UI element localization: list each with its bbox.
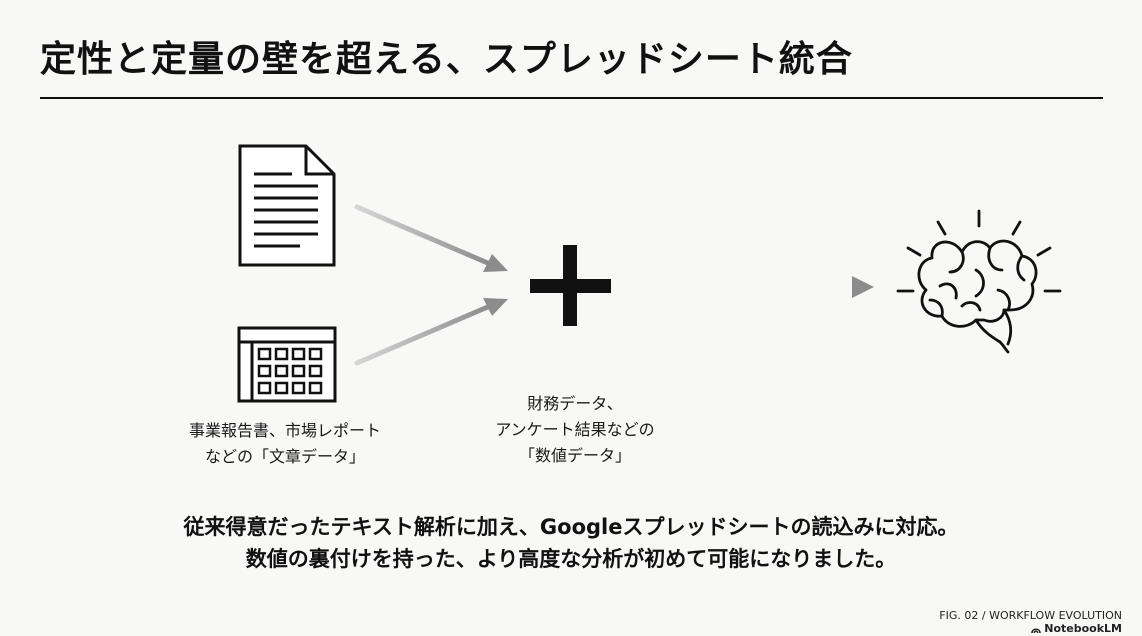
plus-icon — [530, 245, 611, 326]
caption-line2: 数値の裏付けを持った、より高度な分析が初めて可能になりました。 — [245, 547, 897, 571]
spreadsheet-icon — [237, 326, 337, 403]
document-data-label-line2: などの「文章データ」 — [204, 447, 365, 466]
document-icon — [238, 144, 336, 267]
page-title: 定性と定量の壁を超える、スプレッドシート統合 — [40, 39, 853, 80]
brand-mark: NotebookLM — [1031, 622, 1122, 635]
arrow-spreadsheet-to-plus — [354, 298, 508, 366]
notebooklm-icon — [1031, 627, 1042, 633]
numeric-data-label: 財務データ、 アンケート結果などの 「数値データ」 — [450, 391, 700, 469]
arrow-document-to-plus — [354, 204, 508, 272]
numeric-data-label-line3: 「数値データ」 — [518, 446, 631, 465]
title-divider — [40, 97, 1103, 99]
numeric-data-label-line2: アンケート結果などの — [495, 420, 655, 439]
figure-label: FIG. 02 / WORKFLOW EVOLUTION — [939, 609, 1122, 622]
caption-line1: 従来得意だったテキスト解析に加え、Googleスプレッドシートの読込みに対応。 — [183, 515, 959, 539]
brand-name: NotebookLM — [1044, 622, 1122, 635]
caption: 従来得意だったテキスト解析に加え、Googleスプレッドシートの読込みに対応。 … — [0, 511, 1142, 575]
numeric-data-label-line1: 財務データ、 — [527, 394, 623, 413]
brain-icon — [896, 209, 1062, 354]
arrow-plus-to-brain — [631, 276, 874, 298]
document-data-label: 事業報告書、市場レポート などの「文章データ」 — [160, 418, 410, 470]
document-data-label-line1: 事業報告書、市場レポート — [188, 421, 381, 440]
